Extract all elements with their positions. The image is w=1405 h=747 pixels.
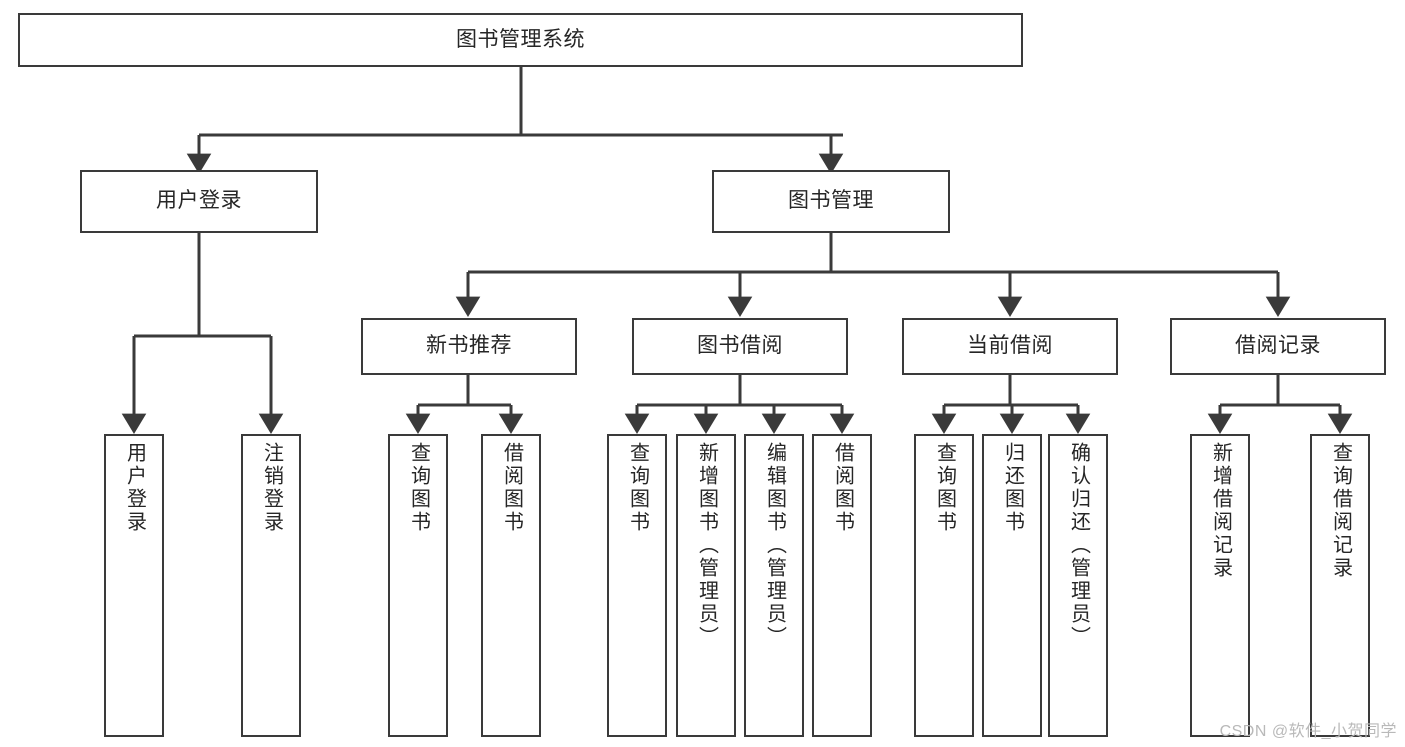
node-user-login-label: 用户登录 bbox=[156, 189, 242, 213]
leaf-user-login-signin[interactable]: 用户登录 bbox=[104, 434, 164, 737]
leaf-borrow-edit-book[interactable]: 编辑图书（管理员） bbox=[744, 434, 804, 737]
node-current-borrow[interactable]: 当前借阅 bbox=[902, 318, 1118, 375]
node-root-label: 图书管理系统 bbox=[456, 27, 585, 51]
leaf-current-confirm-return[interactable]: 确认归还（管理员） bbox=[1048, 434, 1108, 737]
leaf-current-return-book[interactable]: 归还图书 bbox=[982, 434, 1042, 737]
leaf-user-login-signin-label: 用户登录 bbox=[123, 442, 146, 534]
node-book-borrow[interactable]: 图书借阅 bbox=[632, 318, 848, 375]
node-borrow-record-label: 借阅记录 bbox=[1235, 334, 1321, 358]
node-new-book-recommend-label: 新书推荐 bbox=[426, 334, 512, 358]
node-current-borrow-label: 当前借阅 bbox=[967, 334, 1053, 358]
leaf-new-book-query[interactable]: 查询图书 bbox=[388, 434, 448, 737]
leaf-borrow-query-book-label: 查询图书 bbox=[626, 442, 649, 534]
leaf-borrow-borrow-book-label: 借阅图书 bbox=[831, 442, 854, 534]
leaf-current-query-book-label: 查询图书 bbox=[933, 442, 956, 534]
node-user-login[interactable]: 用户登录 bbox=[80, 170, 318, 233]
node-book-management-label: 图书管理 bbox=[788, 189, 874, 213]
leaf-new-book-borrow-label: 借阅图书 bbox=[500, 442, 523, 534]
node-root[interactable]: 图书管理系统 bbox=[18, 13, 1023, 67]
node-new-book-recommend[interactable]: 新书推荐 bbox=[361, 318, 577, 375]
leaf-current-return-book-label: 归还图书 bbox=[1001, 442, 1024, 534]
leaf-user-login-signout[interactable]: 注销登录 bbox=[241, 434, 301, 737]
leaf-record-add-label: 新增借阅记录 bbox=[1209, 442, 1232, 580]
leaf-borrow-add-book-label: 新增图书（管理员） bbox=[695, 442, 718, 649]
leaf-borrow-add-book[interactable]: 新增图书（管理员） bbox=[676, 434, 736, 737]
leaf-borrow-edit-book-label: 编辑图书（管理员） bbox=[763, 442, 786, 649]
node-book-management[interactable]: 图书管理 bbox=[712, 170, 950, 233]
leaf-new-book-query-label: 查询图书 bbox=[407, 442, 430, 534]
leaf-record-query-label: 查询借阅记录 bbox=[1329, 442, 1352, 580]
leaf-current-confirm-return-label: 确认归还（管理员） bbox=[1067, 442, 1090, 649]
leaf-borrow-query-book[interactable]: 查询图书 bbox=[607, 434, 667, 737]
leaf-borrow-borrow-book[interactable]: 借阅图书 bbox=[812, 434, 872, 737]
leaf-user-login-signout-label: 注销登录 bbox=[260, 442, 283, 534]
node-borrow-record[interactable]: 借阅记录 bbox=[1170, 318, 1386, 375]
leaf-record-add[interactable]: 新增借阅记录 bbox=[1190, 434, 1250, 737]
leaf-current-query-book[interactable]: 查询图书 bbox=[914, 434, 974, 737]
node-book-borrow-label: 图书借阅 bbox=[697, 334, 783, 358]
leaf-record-query[interactable]: 查询借阅记录 bbox=[1310, 434, 1370, 737]
leaf-new-book-borrow[interactable]: 借阅图书 bbox=[481, 434, 541, 737]
watermark: CSDN @软件_小贺同学 bbox=[1219, 723, 1397, 740]
